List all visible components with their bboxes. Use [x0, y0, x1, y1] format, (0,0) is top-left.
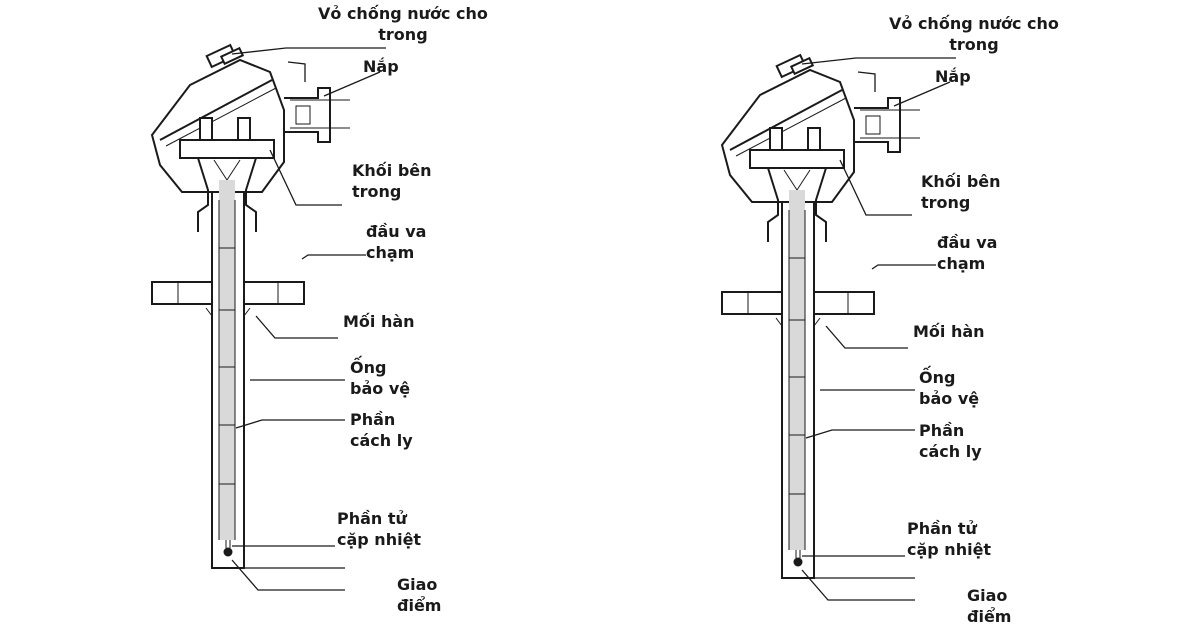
leader-line: [857, 71, 876, 92]
label-lid: Nắp: [935, 67, 971, 86]
flange-left: [151, 281, 213, 305]
leader-line: [805, 429, 915, 439]
flange-right: [243, 281, 305, 305]
label-impact-head: đầu va chạm: [937, 233, 998, 273]
wire-lead: [213, 159, 241, 181]
thermocouple-drawing-right: [720, 53, 956, 601]
leader-line: [231, 559, 345, 591]
inner-terminal-block: [749, 149, 845, 169]
label-cover-waterproof: Vỏ chống nước cho trong: [318, 4, 488, 44]
label-inner-block: Khối bên trong: [352, 161, 432, 201]
terminal-head-housing: [150, 58, 285, 193]
lid-screw-cap: [789, 56, 815, 76]
head-lid-inner-edge: [735, 97, 847, 157]
terminal-post: [769, 127, 783, 153]
terminal-post: [199, 117, 213, 143]
cable-gland: [284, 87, 331, 143]
guide-line: [860, 109, 920, 139]
insulator-core: [789, 190, 805, 550]
insulator-walls: [788, 210, 806, 550]
leader-line: [893, 81, 951, 107]
leader-line: [871, 264, 936, 270]
label-weld: Mối hàn: [913, 322, 985, 341]
leader-line: [235, 419, 345, 429]
protection-tube: [781, 202, 815, 579]
leader-line: [287, 61, 306, 82]
leader-line: [839, 159, 912, 216]
lid-screw-cap: [219, 46, 245, 66]
insulator-walls: [218, 200, 236, 540]
flange-steps: [177, 282, 279, 304]
terminal-post: [807, 127, 821, 153]
leader-line: [301, 254, 366, 260]
neck-fitting: [767, 167, 827, 242]
head-lid-edge: [159, 79, 273, 141]
weld-bead: [205, 307, 251, 317]
leader-line: [801, 569, 915, 601]
terminal-post: [237, 117, 251, 143]
thermocouple-drawing-left: [150, 43, 386, 591]
cable-gland-nut: [295, 105, 311, 125]
hot-junction: [793, 557, 803, 567]
terminal-head-housing: [720, 68, 855, 203]
head-lid-edge: [729, 89, 843, 151]
guide-line: [290, 99, 350, 129]
label-insulation: Phần cách ly: [350, 410, 413, 450]
flange-steps: [747, 292, 849, 314]
label-weld: Mối hàn: [343, 312, 415, 331]
label-impact-head: đầu va chạm: [366, 222, 427, 262]
label-inner-block: Khối bên trong: [921, 172, 1001, 212]
label-protection-tube: Ống bảo vệ: [350, 358, 411, 398]
leader-line: [255, 315, 338, 339]
inner-terminal-block: [179, 139, 275, 159]
weld-bead: [775, 317, 821, 327]
label-lid: Nắp: [363, 57, 399, 76]
hot-junction: [223, 547, 233, 557]
label-insulation: Phần cách ly: [919, 421, 982, 461]
wire-lead: [783, 169, 811, 191]
label-junction: Giao điểm: [397, 575, 442, 615]
leader-line: [269, 149, 342, 206]
leader-line: [231, 47, 386, 55]
protection-tube: [211, 192, 245, 569]
flange-right: [813, 291, 875, 315]
label-protection-tube: Ống bảo vệ: [919, 368, 980, 408]
label-thermocouple-element: Phần tử cặp nhiệt: [337, 509, 422, 549]
label-cover-waterproof: Vỏ chống nước cho trong: [889, 14, 1059, 54]
leader-line: [801, 57, 956, 65]
label-thermocouple-element: Phần tử cặp nhiệt: [907, 519, 992, 559]
neck-fitting: [197, 157, 257, 232]
insulator-core: [219, 180, 235, 540]
cable-gland: [854, 97, 901, 153]
leader-line: [323, 71, 381, 97]
cable-gland-nut: [865, 115, 881, 135]
flange-left: [721, 291, 783, 315]
label-junction: Giao điểm: [967, 586, 1012, 626]
leader-line: [825, 325, 908, 349]
head-lid-inner-edge: [165, 87, 277, 147]
